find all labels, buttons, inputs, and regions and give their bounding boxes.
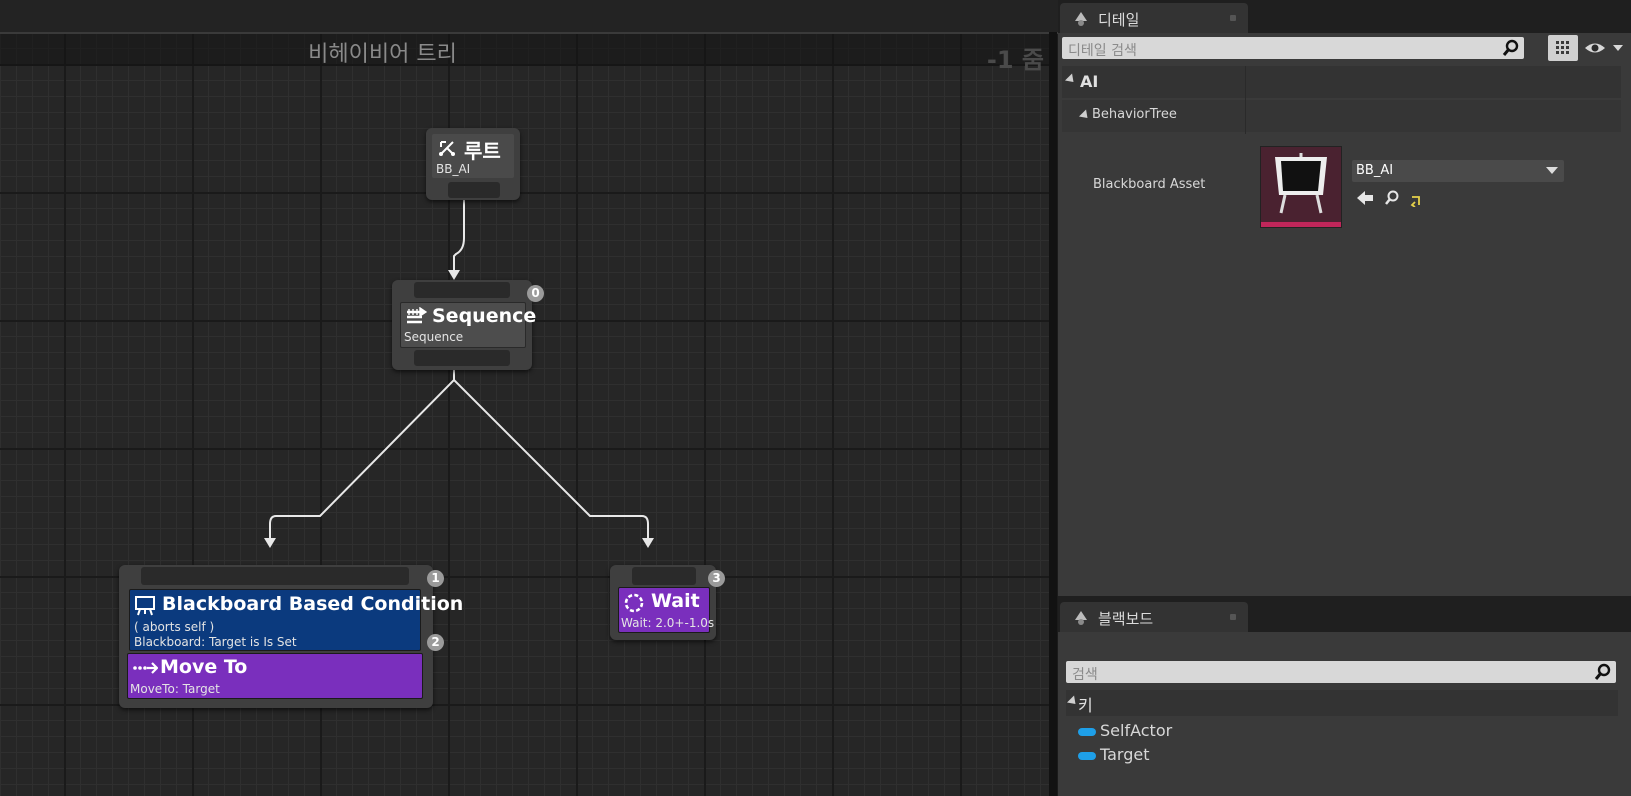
blackboard-key-row[interactable]: SelfActor [1078, 720, 1478, 742]
decorator-index-badge: 1 [427, 570, 444, 587]
search-icon [1502, 39, 1520, 61]
sequence-index-badge: 0 [527, 285, 544, 302]
browse-search-icon[interactable] [1384, 190, 1400, 210]
details-tab-label: 디테일 [1098, 11, 1140, 29]
blackboard-tab-icon [1072, 608, 1090, 630]
category-ai-label: AI [1080, 72, 1099, 91]
decorator-title: Blackboard Based Condition [162, 593, 464, 615]
blackboard-asset-icon [1275, 153, 1327, 214]
property-label: Blackboard Asset [1093, 177, 1206, 192]
keys-header[interactable]: 키 [1066, 690, 1618, 716]
tab-blackboard[interactable]: 블랙보드 [1060, 602, 1248, 632]
moveto-subtitle: MoveTo: Target [130, 682, 220, 696]
blackboard-key-row[interactable]: Target [1078, 744, 1478, 766]
expand-arrow-icon [1064, 73, 1078, 86]
graph-title: 비헤이비어 트리 [308, 42, 457, 67]
panel-splitter[interactable] [1049, 32, 1057, 796]
sequence-title: Sequence [432, 305, 537, 327]
use-selected-arrow-icon[interactable] [1356, 190, 1374, 210]
sequence-subtitle: Sequence [404, 330, 464, 344]
blackboard-icon [134, 594, 156, 620]
moveto-input-pin[interactable] [141, 567, 409, 585]
chevron-down-icon [1546, 167, 1558, 174]
wait-subtitle: Wait: 2.0+-1.0s [621, 616, 715, 630]
details-panel: 디테일 디테일 검색 AI BehaviorTree Blackboard As… [1058, 0, 1631, 596]
property-matrix-button[interactable] [1548, 35, 1578, 61]
reset-to-default-icon[interactable] [1410, 192, 1422, 211]
asset-dropdown-value: BB_AI [1356, 163, 1394, 178]
blackboard-search-placeholder: 검색 [1072, 667, 1098, 683]
visibility-eye-icon[interactable] [1583, 39, 1627, 61]
details-search-input[interactable]: 디테일 검색 [1062, 37, 1524, 59]
details-tab-close-icon[interactable] [1230, 15, 1236, 21]
object-key-type-icon [1078, 728, 1096, 736]
decorator-condition: Blackboard: Target is Is Set [134, 635, 297, 649]
sequence-node[interactable]: Sequence Sequence [392, 280, 536, 370]
zoom-level: -1 줌 [986, 46, 1044, 74]
moveto-title: Move To [160, 656, 248, 678]
subcategory-behaviortree[interactable]: BehaviorTree [1062, 100, 1621, 132]
blackboard-tab-label: 블랙보드 [1098, 610, 1154, 628]
wait-input-pin[interactable] [632, 567, 696, 585]
keys-header-label: 키 [1078, 696, 1093, 715]
moveto-icon [132, 660, 159, 680]
asset-thumbnail[interactable] [1260, 146, 1342, 228]
blackboard-key-label: Target [1100, 745, 1150, 764]
blackboard-key-label: SelfActor [1100, 721, 1173, 740]
wait-task[interactable]: Wait Wait: 2.0+-1.0s [618, 587, 714, 633]
expand-arrow-icon [1078, 109, 1092, 122]
category-ai[interactable]: AI [1062, 66, 1621, 98]
blackboard-search-input[interactable]: 검색 [1066, 661, 1616, 683]
details-search-placeholder: 디테일 검색 [1068, 43, 1137, 59]
decorator-blackboard-condition[interactable]: Blackboard Based Condition ( aborts self… [129, 589, 463, 651]
root-subtitle: BB_AI [436, 162, 471, 176]
subcategory-label: BehaviorTree [1092, 107, 1177, 122]
details-tab-icon [1072, 9, 1090, 31]
blackboard-tab-close-icon[interactable] [1230, 614, 1236, 620]
wait-icon [623, 592, 645, 618]
moveto-index-badge: 2 [427, 634, 444, 651]
root-icon [438, 139, 456, 161]
sequence-output-pin[interactable] [414, 350, 510, 366]
moveto-task[interactable]: Move To MoveTo: Target [127, 653, 423, 699]
tab-details[interactable]: 디테일 [1060, 3, 1248, 33]
asset-dropdown[interactable]: BB_AI [1352, 160, 1564, 182]
wait-node[interactable]: Wait Wait: 2.0+-1.0s [610, 565, 716, 640]
graph-title-bar: 비헤이비어 트리 -1 줌 [0, 34, 1050, 74]
object-key-type-icon [1078, 752, 1096, 760]
blackboard-panel: 블랙보드 검색 키 SelfActor Target [1058, 596, 1631, 796]
moveto-node[interactable]: Blackboard Based Condition ( aborts self… [119, 565, 463, 708]
root-node[interactable]: 루트 BB_AI [426, 128, 520, 200]
grid-icon [1556, 41, 1569, 54]
decorator-aborts: ( aborts self ) [134, 620, 215, 634]
connection-wires [264, 196, 654, 548]
root-output-pin[interactable] [448, 182, 500, 198]
root-title: 루트 [464, 139, 501, 163]
search-icon [1594, 663, 1612, 685]
graph-toolbar-strip [0, 0, 1058, 34]
wait-title: Wait [651, 590, 700, 612]
wait-index-badge: 3 [708, 570, 725, 587]
sequence-icon [405, 306, 428, 329]
sequence-input-pin[interactable] [414, 282, 510, 298]
